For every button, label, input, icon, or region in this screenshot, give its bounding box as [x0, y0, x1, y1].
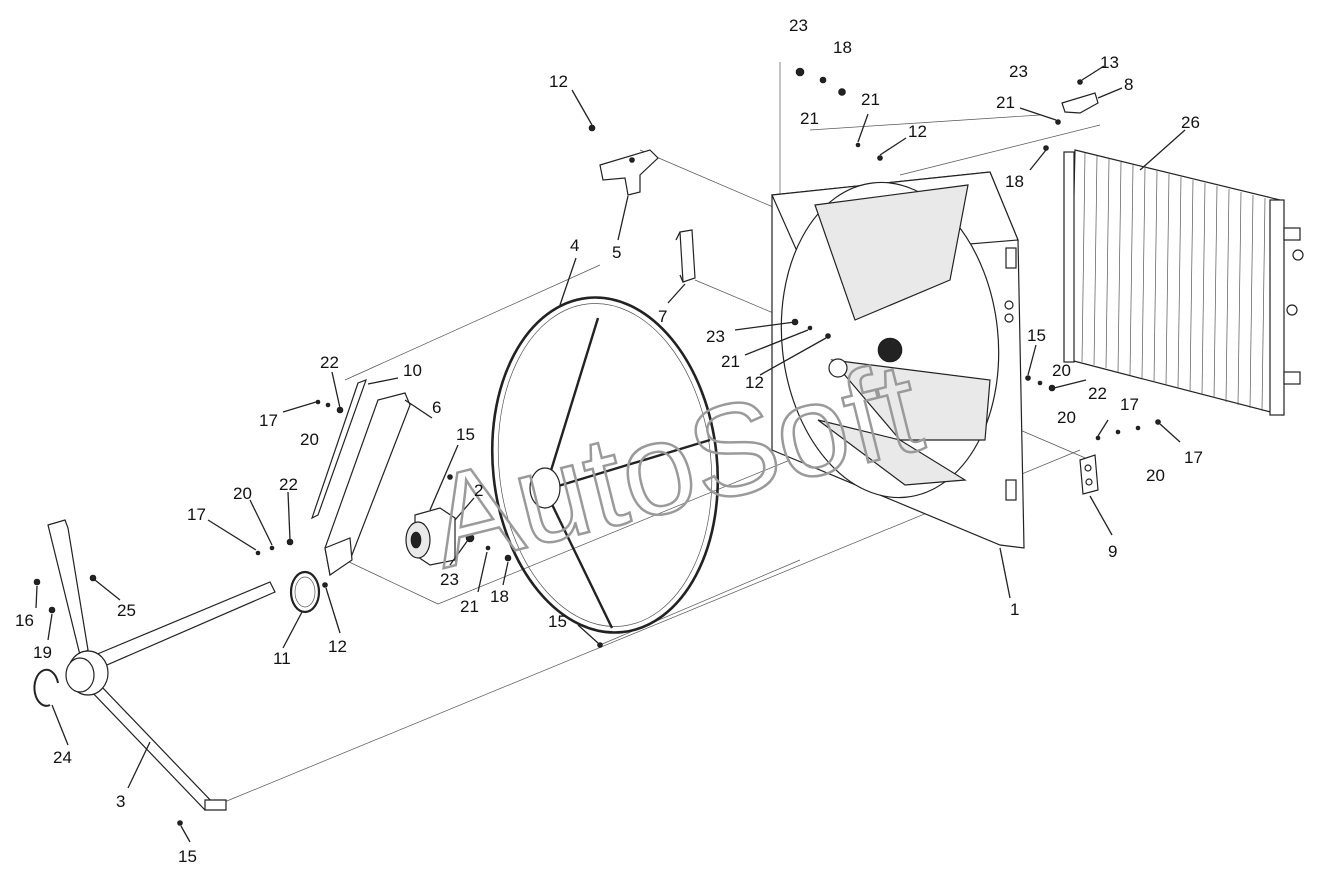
callout-15: 15 — [548, 612, 567, 631]
callout-labels: 23 18 12 21 21 12 23 13 8 21 26 18 5 4 7… — [15, 16, 1203, 866]
callout-23: 23 — [1009, 62, 1028, 81]
callout-26: 26 — [1181, 113, 1200, 132]
callout-11: 11 — [273, 649, 291, 668]
callout-12: 12 — [745, 373, 764, 392]
autosoft-watermark: AutoSoft — [415, 333, 934, 595]
callout-15: 15 — [178, 847, 197, 866]
callout-12: 12 — [549, 72, 568, 91]
callout-19: 19 — [33, 643, 52, 662]
callout-9: 9 — [1108, 542, 1117, 561]
callout-21: 21 — [460, 597, 479, 616]
callout-20: 20 — [1146, 466, 1165, 485]
support-arm-3 — [47, 519, 276, 811]
rod-10 — [310, 378, 367, 520]
callout-23: 23 — [789, 16, 808, 35]
callout-1: 1 — [1010, 600, 1019, 619]
ring-11 — [289, 570, 321, 614]
callout-21: 21 — [996, 93, 1015, 112]
callout-24: 24 — [53, 748, 72, 767]
callout-18: 18 — [490, 587, 509, 606]
bracket-8 — [1061, 79, 1099, 114]
plate-9 — [1079, 454, 1099, 495]
callout-7: 7 — [658, 307, 667, 326]
callout-5: 5 — [612, 243, 621, 262]
callout-15: 15 — [1027, 326, 1046, 345]
callout-22: 22 — [279, 475, 298, 494]
callout-16: 16 — [15, 611, 34, 630]
callout-12: 12 — [908, 122, 927, 141]
callout-21: 21 — [721, 352, 740, 371]
callout-8: 8 — [1124, 75, 1133, 94]
fan-shroud-frame — [771, 171, 1025, 549]
fasteners — [33, 67, 1161, 826]
circlip-24 — [33, 668, 59, 707]
callout-20: 20 — [300, 430, 319, 449]
callout-20: 20 — [233, 484, 252, 503]
bracket-5 — [599, 149, 659, 196]
callout-10: 10 — [403, 361, 422, 380]
callout-12: 12 — [328, 637, 347, 656]
callout-23: 23 — [440, 570, 459, 589]
callout-22: 22 — [320, 353, 339, 372]
callout-13: 13 — [1100, 53, 1119, 72]
callout-18: 18 — [833, 38, 852, 57]
callout-17: 17 — [1184, 448, 1203, 467]
callout-21: 21 — [861, 90, 880, 109]
callout-17: 17 — [1120, 395, 1139, 414]
callout-2: 2 — [474, 481, 483, 500]
callout-21: 21 — [800, 109, 819, 128]
fan-guard-ring — [490, 296, 720, 634]
callout-20: 20 — [1057, 408, 1076, 427]
handle-7 — [675, 229, 696, 283]
fan-motor-2 — [405, 507, 456, 566]
cover-shield-6 — [324, 392, 411, 577]
callout-6: 6 — [432, 398, 441, 417]
callout-17: 17 — [187, 505, 206, 524]
callout-20: 20 — [1052, 361, 1071, 380]
callout-3: 3 — [116, 792, 125, 811]
callout-15: 15 — [456, 425, 475, 444]
callout-4: 4 — [570, 236, 579, 255]
callout-23: 23 — [706, 327, 725, 346]
callout-18: 18 — [1005, 172, 1024, 191]
callout-17: 17 — [259, 411, 278, 430]
radiator-core — [1063, 149, 1304, 416]
callout-22: 22 — [1088, 384, 1107, 403]
leader-lines — [35, 65, 1186, 843]
callout-25: 25 — [117, 601, 136, 620]
